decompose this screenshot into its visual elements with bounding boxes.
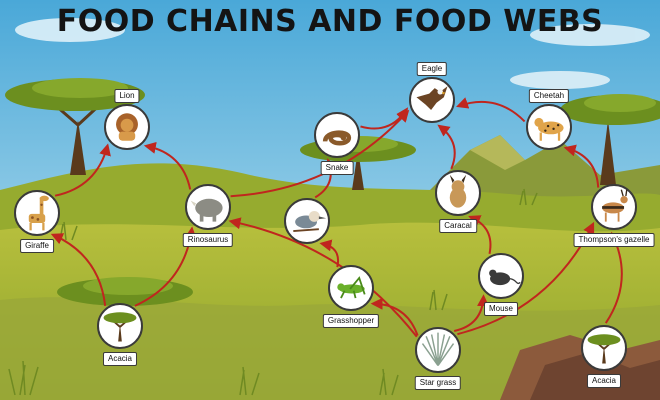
organism-node-kingfisher [284,198,330,244]
label-rinosaurus: Rinosaurus [182,233,234,247]
snake-icon [322,130,352,146]
organism-node-acacia-left [97,303,143,349]
label-caracal: Caracal [439,219,477,233]
arrow-star-grass-to-grasshopper [370,297,419,336]
arrow-cheetah-to-eagle [456,97,526,123]
arrow-rinosaurus-to-lion [143,141,192,190]
clouds [15,18,650,89]
label-giraffe: Giraffe [20,239,54,253]
grass-tufts [8,188,538,396]
arrow-caracal-to-eagle [437,124,456,170]
bird-icon [293,210,327,232]
foreground-hill [0,297,660,400]
label-mouse: Mouse [483,302,519,316]
rhinoceros-icon [190,198,223,222]
label-snake: Snake [320,161,354,175]
organism-node-lion [104,104,150,150]
organism-node-snake [314,112,360,158]
arrow-grasshopper-to-kingfisher [319,239,339,268]
grasshopper-icon [337,276,366,299]
organism-node-grasshopper [328,265,374,311]
label-thompsons-gazelle: Thompson's gazelle [573,233,655,247]
arrow-acacia-left-to-giraffe [50,233,107,307]
eagle-icon [416,86,448,111]
organism-node-mouse [478,253,524,299]
arrow-thompsons-gazelle-to-cheetah [563,144,600,188]
mouse-icon [489,269,521,286]
label-grasshopper: Grasshopper [322,314,380,328]
label-acacia-left: Acacia [102,352,138,366]
organism-node-caracal [435,170,481,216]
organism-node-thompsons-gazelle [591,184,637,230]
arrow-star-grass-to-mouse [453,294,490,332]
caracal-icon [449,174,467,208]
arrow-mouse-to-caracal [468,215,492,255]
mountain-peak [470,135,525,170]
label-eagle: Eagle [416,62,448,76]
arrow-star-grass-to-rinosaurus [228,217,418,338]
organism-node-acacia-right [581,325,627,371]
label-acacia-right: Acacia [586,374,622,388]
organism-node-giraffe [14,190,60,236]
giraffe-icon [28,195,49,231]
arrow-snake-to-eagle [360,107,409,130]
label-cheetah: Cheetah [528,89,570,103]
acacia-tree-icon [587,334,621,364]
cheetah-icon [534,117,564,141]
label-lion: Lion [114,89,140,103]
acacia-tree-right [560,94,660,185]
lion-icon [116,113,138,141]
organism-node-star-grass [415,327,461,373]
star-grass-icon [421,332,455,366]
organism-node-rinosaurus [185,184,231,230]
organism-node-cheetah [526,104,572,150]
acacia-tree-left-top [5,78,145,175]
organism-node-eagle [409,77,455,123]
page-title: FOOD CHAINS AND FOOD WEBS [56,4,604,39]
acacia-tree-icon [103,312,137,342]
gazelle-icon [602,189,628,222]
arrow-giraffe-to-lion [54,143,111,197]
label-star-grass: Star grass [414,376,462,390]
